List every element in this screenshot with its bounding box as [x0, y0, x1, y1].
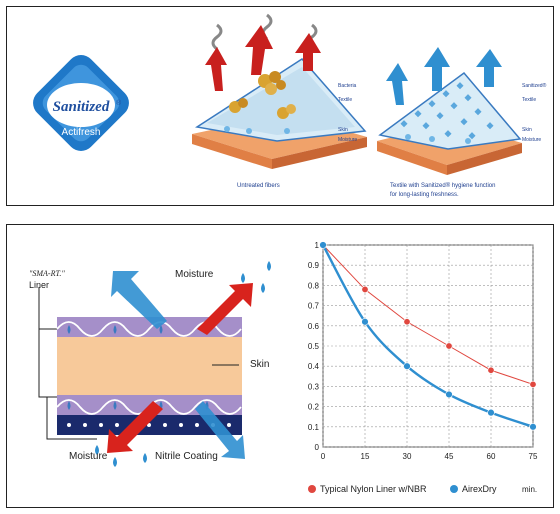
series-line-typical-nylon — [322, 244, 534, 385]
left-label-skin: Skin — [338, 127, 348, 133]
liner-title-line2: Liner — [29, 280, 50, 290]
moisture-top-label: Moisture — [175, 269, 214, 280]
data-point-airexdry — [445, 390, 453, 399]
sanitized-badge: Sanitized ® Actifresh — [33, 55, 129, 151]
y-tick-label: 0 — [315, 443, 320, 452]
x-tick-label: 0 — [321, 452, 326, 461]
badge-product: Actifresh — [62, 127, 101, 138]
data-point-typical-nylon — [361, 285, 369, 293]
badge-mark: ® — [116, 99, 122, 107]
liner-title-line1: "SMA-RT." — [29, 269, 65, 278]
x-tick-label: 75 — [529, 452, 538, 461]
y-tick-label: 0.9 — [308, 261, 320, 270]
data-point-airexdry — [529, 423, 537, 431]
skin-label: Skin — [250, 359, 270, 370]
data-point-typical-nylon — [403, 318, 411, 326]
data-point-airexdry — [403, 362, 411, 370]
moisture-bottom-label: Moisture — [69, 451, 108, 462]
x-unit-label: min. — [522, 485, 538, 494]
data-point-typical-nylon — [445, 342, 453, 350]
y-tick-label: 0.6 — [308, 322, 320, 331]
legend-airexdry-label: AirexDry — [462, 484, 497, 494]
sanitized-fiber-illustration — [377, 47, 522, 175]
legend-airexdry-marker — [450, 485, 458, 493]
badge-brand: Sanitized — [53, 99, 110, 115]
untreated-fiber-illustration — [192, 13, 367, 169]
data-point-airexdry — [487, 408, 495, 417]
x-tick-label: 15 — [361, 452, 370, 461]
right-caption-line2: for long-lasting freshness. — [390, 192, 459, 198]
legend-typical-marker — [308, 485, 316, 493]
left-label-textile: Textile — [338, 97, 353, 103]
y-tick-label: 0.2 — [308, 403, 320, 412]
data-point-typical-nylon — [487, 366, 495, 374]
x-tick-label: 30 — [403, 452, 412, 461]
x-tick-label: 60 — [487, 452, 496, 461]
liner-diagram — [38, 261, 271, 467]
y-tick-label: 0.8 — [308, 281, 320, 290]
right-label-textile: Textile — [522, 97, 537, 103]
drying-chart: 0 0.1 0.2 0.3 0.4 0.5 0.6 0.7 0.8 0.9 1 0 15 30 45 60 75 — [308, 241, 538, 461]
y-tick-label: 0.4 — [308, 362, 320, 371]
y-tick-label: 0.5 — [308, 342, 320, 351]
x-tick-label: 45 — [445, 452, 454, 461]
nitrile-label: Nitrile Coating — [155, 451, 218, 462]
sanitized-panel: Sanitized ® Actifresh Bacteria Textile S… — [6, 6, 554, 206]
y-tick-label: 1 — [315, 241, 320, 250]
legend-typical-label: Typical Nylon Liner w/NBR — [320, 484, 427, 494]
data-point-airexdry — [319, 241, 327, 249]
left-caption: Untreated fibers — [237, 183, 280, 189]
right-caption-line1: Textile with Sanitized® hygiene function — [390, 183, 496, 189]
y-tick-label: 0.7 — [308, 302, 320, 311]
y-tick-label: 0.1 — [308, 423, 320, 432]
left-label-moisture: Moisture — [338, 137, 358, 143]
right-label-skin: Skin — [522, 127, 532, 133]
data-point-typical-nylon — [529, 380, 537, 388]
airexdry-panel: "SMA-RT." Liner Moisture Skin Moisture N… — [6, 224, 554, 508]
right-label-sanitized: Sanitized® — [522, 83, 547, 89]
data-point-airexdry — [361, 318, 369, 326]
left-label-bacteria: Bacteria — [338, 83, 357, 89]
y-tick-label: 0.3 — [308, 382, 320, 391]
right-label-moisture: Moisture — [522, 137, 542, 143]
